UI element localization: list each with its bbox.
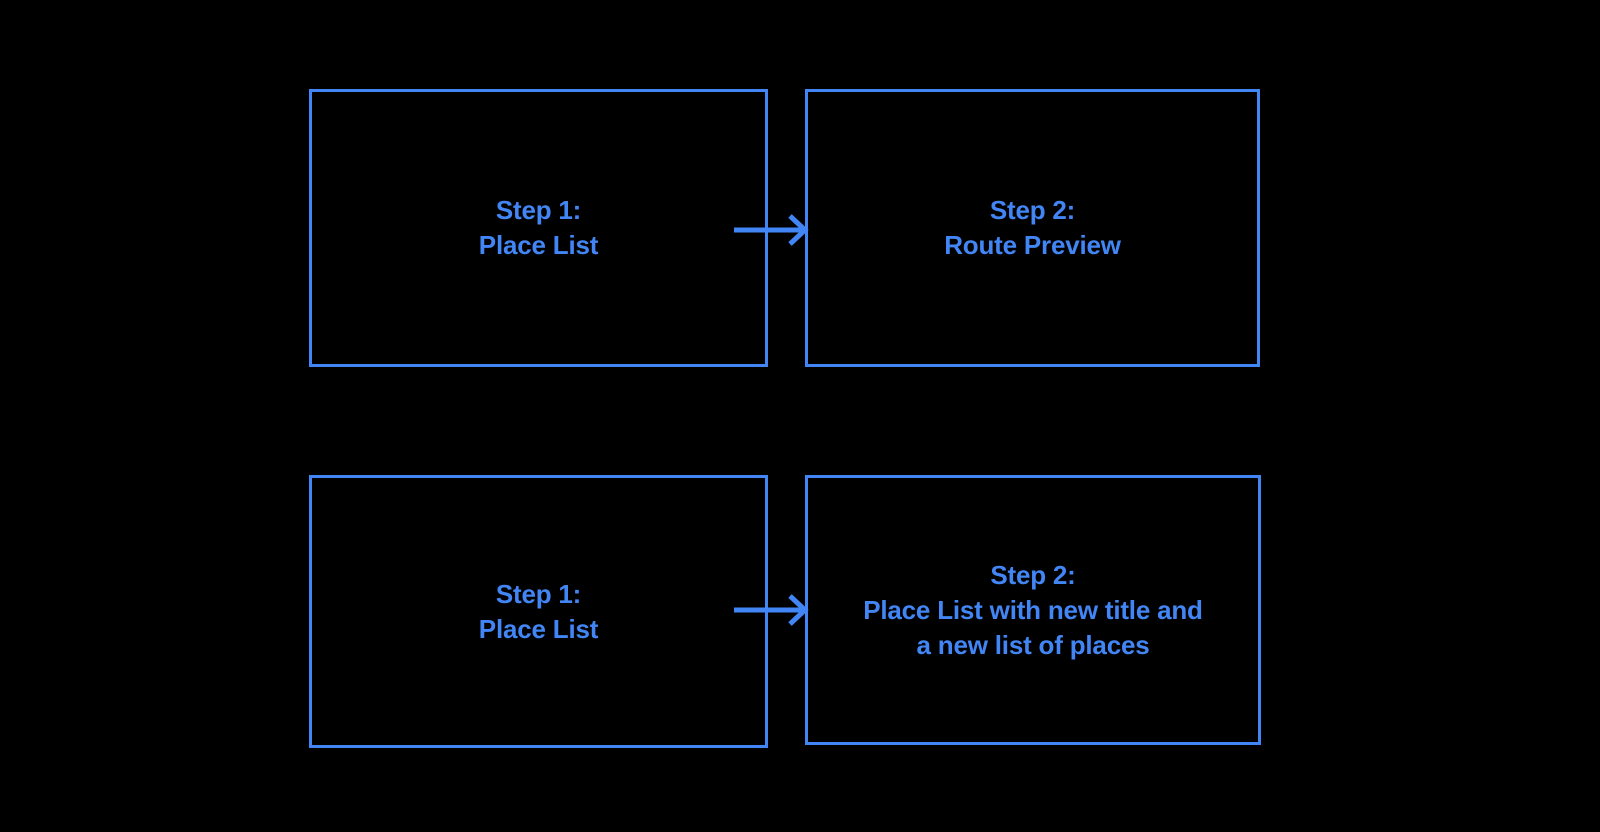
step-box-bottom-step2[interactable]: Step 2: Place List with new title and a … xyxy=(805,475,1261,745)
step-box-top-step2[interactable]: Step 2: Route Preview xyxy=(805,89,1260,367)
step-box-bottom-step1[interactable]: Step 1: Place List xyxy=(309,475,768,748)
arrow-connector-bottom xyxy=(734,590,814,630)
step-box-bottom-step2-label: Step 2: Place List with new title and a … xyxy=(863,559,1203,660)
step-box-top-step2-label: Step 2: Route Preview xyxy=(944,195,1121,260)
flow-row-top: Step 1: Place List Step 2: Route Preview xyxy=(309,89,1260,367)
step-box-top-step1-label: Step 1: Place List xyxy=(478,195,599,260)
step-box-bottom-step1-label: Step 1: Place List xyxy=(478,578,599,644)
